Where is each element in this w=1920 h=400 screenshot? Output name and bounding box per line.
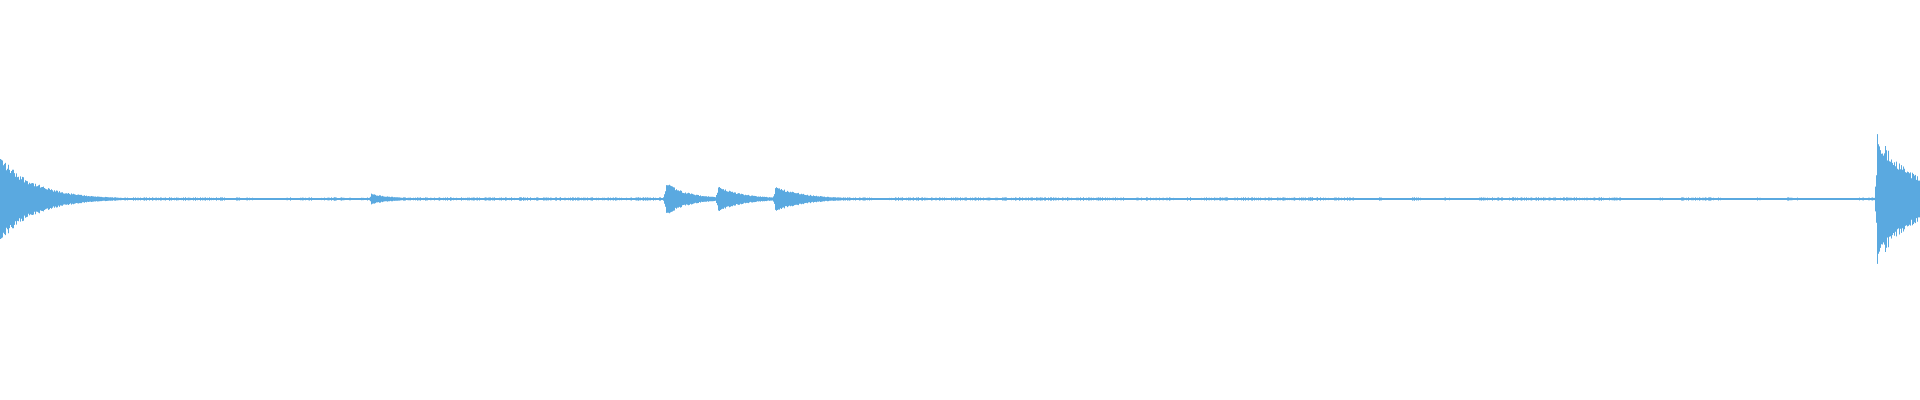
- waveform-samples: [0, 134, 1920, 264]
- waveform-path: [0, 134, 1920, 264]
